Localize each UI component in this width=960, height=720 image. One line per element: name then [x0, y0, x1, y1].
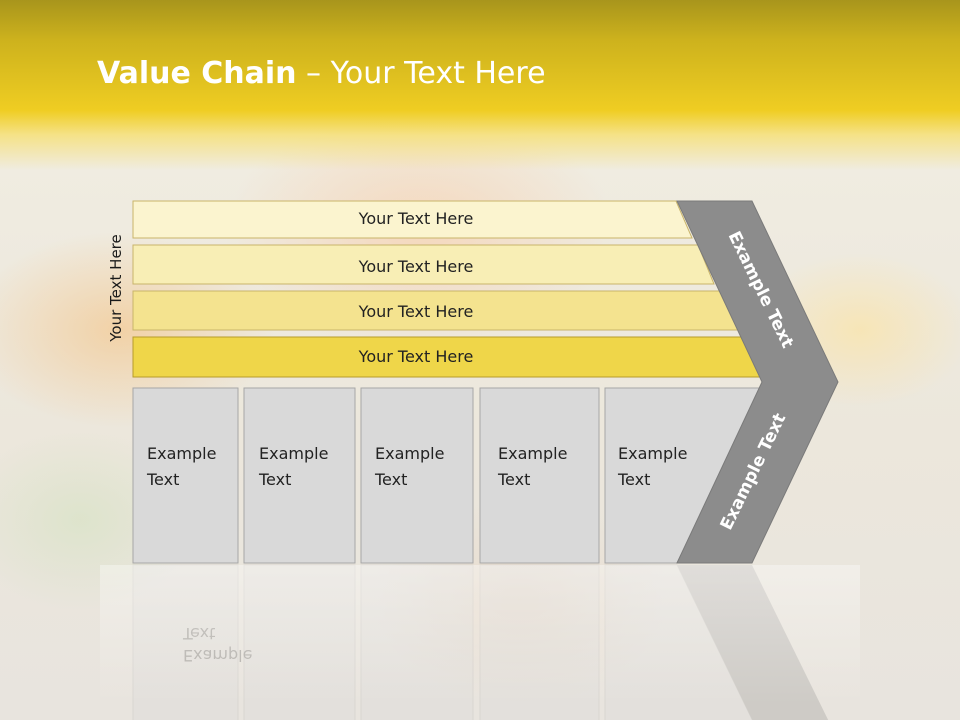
box-4-line2: Text: [497, 470, 530, 489]
box-3-line1: Example: [375, 444, 444, 463]
box-5-line1: Example: [618, 444, 687, 463]
box-2-line1: Example: [259, 444, 328, 463]
band-1-label: Your Text Here: [358, 209, 474, 228]
header-bar: [0, 0, 960, 170]
band-3-label: Your Text Here: [358, 302, 474, 321]
box-3: [360, 387, 474, 564]
box-4-line1: Example: [498, 444, 567, 463]
page-title: Value Chain – Your Text Here: [97, 56, 546, 91]
activity-boxes: Example Text Example Text Example Text E…: [132, 387, 763, 564]
reflection-fade: [100, 565, 860, 705]
band-group: Your Text Here Your Text Here Your Text …: [132, 200, 763, 378]
box-5-line2: Text: [617, 470, 650, 489]
band-2: [132, 244, 715, 285]
chevron-shape: [676, 200, 839, 564]
box-3-line2: Text: [374, 470, 407, 489]
band-4-label: Your Text Here: [358, 347, 474, 366]
title-rest: – Your Text Here: [296, 56, 546, 91]
band-1: [132, 200, 693, 239]
box-4: [479, 387, 600, 564]
band-2-label: Your Text Here: [358, 257, 474, 276]
title-bold: Value Chain: [97, 56, 297, 91]
box-1: [132, 387, 239, 564]
box-2-line2: Text: [258, 470, 291, 489]
box-2: [243, 387, 356, 564]
box-1-line1: Example: [147, 444, 216, 463]
box-1-line2: Text: [146, 470, 179, 489]
